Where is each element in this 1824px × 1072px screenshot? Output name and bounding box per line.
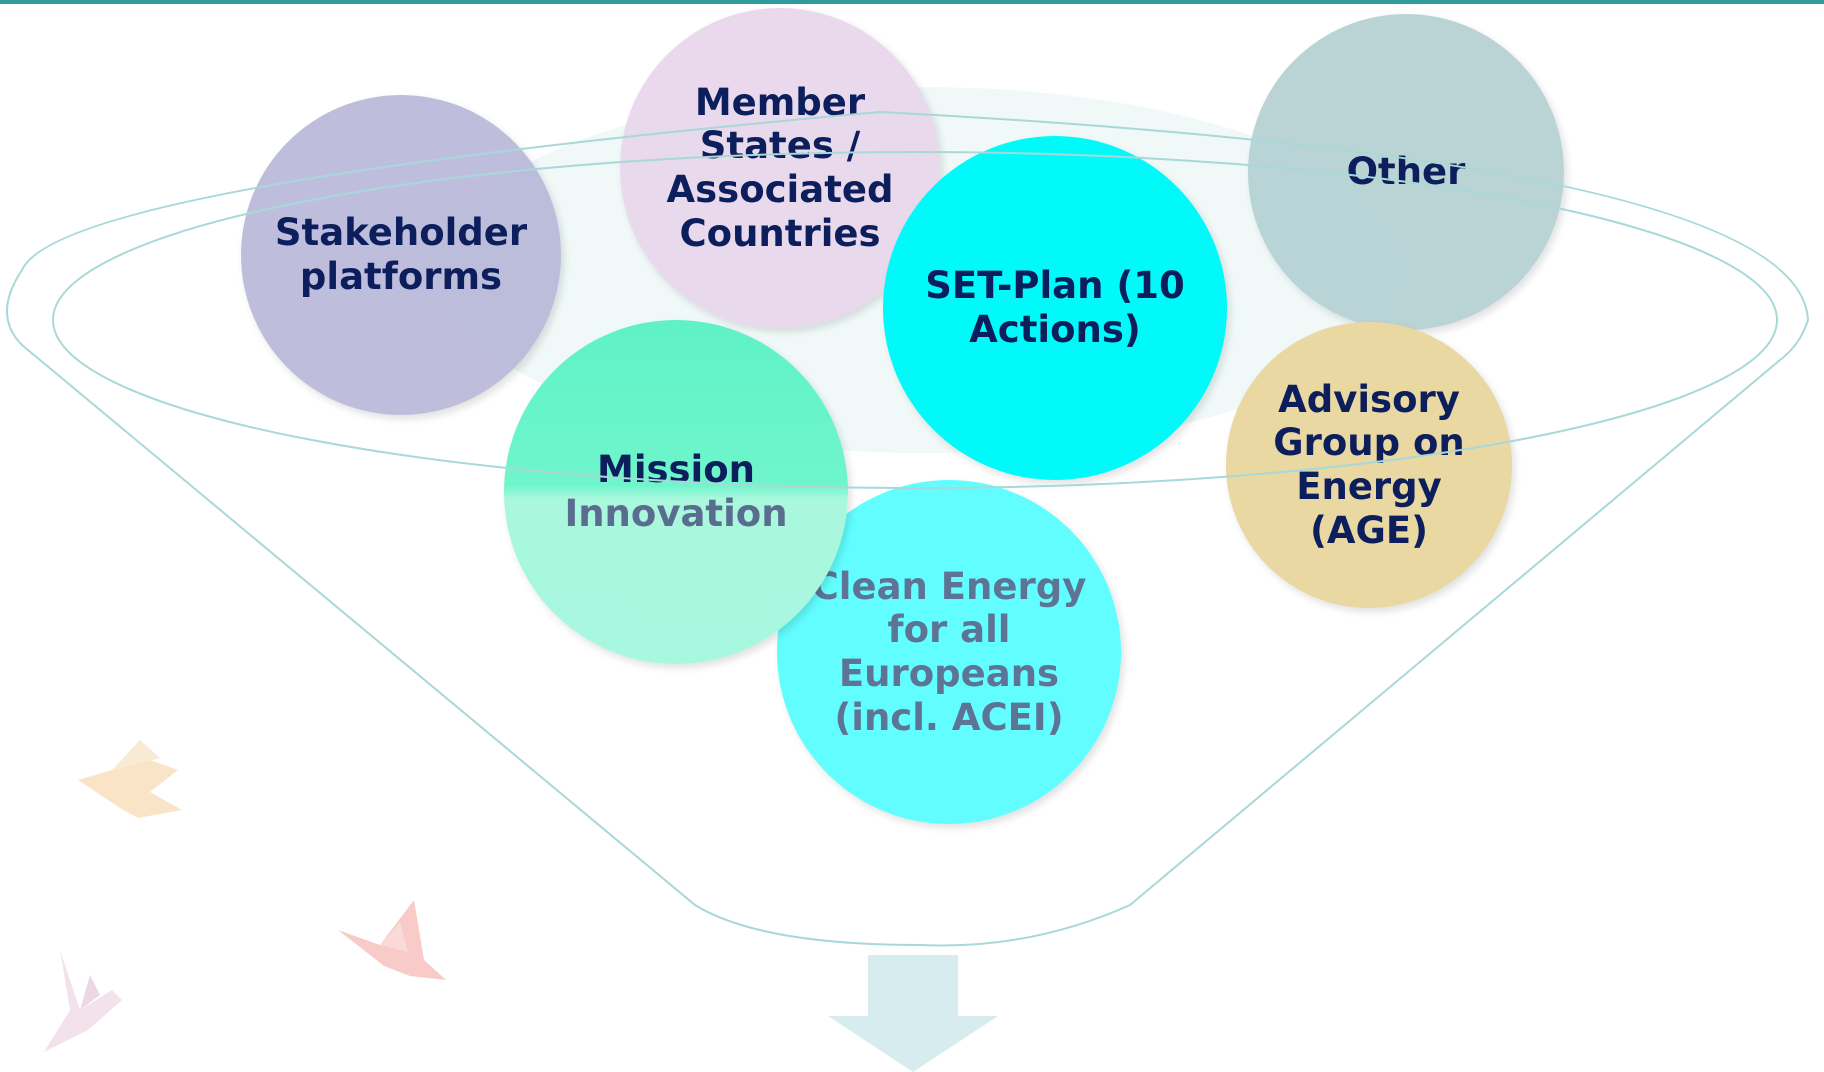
top-rule [0, 0, 1824, 4]
bird-icon-orange [78, 740, 182, 818]
bubble-label: Stakeholder platforms [274, 211, 528, 298]
funnel-inner-ring [52, 151, 1778, 489]
bird-icon-purple [44, 950, 122, 1052]
bubble-label: Advisory Group on Energy (AGE) [1273, 377, 1465, 552]
bubble-label: Clean Energy for all Europeans (incl. AC… [811, 564, 1087, 739]
bubble-label: SET-Plan (10 Actions) [925, 264, 1185, 351]
bubble-label: Other [1346, 150, 1466, 194]
bubble-other: Other [1248, 14, 1564, 330]
bubble-member-states: Member States / Associated Countries [620, 8, 940, 328]
bubble-mission-innovation: Mission Innovation [504, 320, 848, 664]
bubble-advisory-group: Advisory Group on Energy (AGE) [1226, 322, 1512, 608]
bubble-stakeholder-platforms: Stakeholder platforms [241, 95, 561, 415]
bird-icon-red [338, 900, 446, 980]
bubble-label: Member States / Associated Countries [666, 80, 894, 255]
bubble-set-plan: SET-Plan (10 Actions) [883, 136, 1227, 480]
down-arrow-icon [828, 955, 998, 1072]
funnel-outer-shape [6, 110, 1810, 947]
bubble-label-line2: Innovation [564, 492, 788, 535]
